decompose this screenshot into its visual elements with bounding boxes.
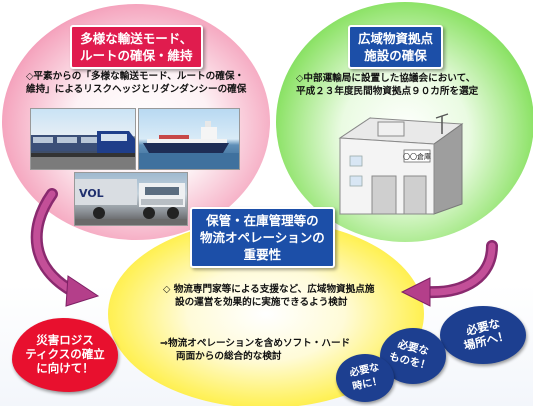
- logistics-operation-desc1-line1: ◇ 物流専門家等による支援など、広域物資拠点施: [163, 284, 375, 295]
- logistics-base-desc-line2: 平成２３年度民間物資拠点９０カ所を選定: [296, 86, 479, 97]
- logistics-base-description: ◇中部運輸局に設置した協議会において、 平成２３年度民間物資拠点９０カ所を選定: [296, 72, 478, 98]
- logistics-operation-description-1: ◇ 物流専門家等による支援など、広域物資拠点施 設の運営を効果的に実施できるよう…: [163, 283, 374, 309]
- right-time-bubble: 必要な 時に！: [336, 354, 394, 402]
- svg-text:VOL: VOL: [79, 187, 104, 200]
- transport-mode-desc-line2: 維持」によるリスクヘッジとリダンダンシーの確保: [26, 84, 247, 95]
- logistics-operation-title: 保管・在庫管理等の 物流オペレーションの 重要性: [190, 207, 335, 268]
- callout-line1: 災害ロジス: [36, 333, 94, 347]
- truck-photo: VOL: [74, 172, 188, 226]
- callout-line2: ティクスの確立: [25, 347, 105, 361]
- right-place-bubble: 必要な 場所へ！: [440, 306, 526, 364]
- callout-line3: に向けて！: [36, 361, 94, 375]
- transport-mode-description: ◇平素からの「多様な輸送モード、ルートの確保・ 維持」によるリスクヘッジとリダン…: [26, 70, 246, 96]
- train-photo: [30, 108, 136, 170]
- logistics-operation-desc1-line2: 設の運営を効果的に実施できるよう検討: [175, 297, 348, 308]
- warehouse-illustration: 〇〇倉庫: [338, 113, 464, 215]
- logistics-base-title-line2: 施設の確保: [364, 48, 427, 63]
- transport-mode-title-line1: 多様な輸送モード、: [80, 31, 193, 46]
- transport-mode-desc-line1: ◇平素からの「多様な輸送モード、ルートの確保・: [26, 71, 245, 82]
- arrow-left-to-bottom: [30, 188, 100, 307]
- disaster-logistics-callout: 災害ロジス ティクスの確立 に向けて！: [12, 318, 118, 392]
- logistics-operation-description-2: ⇒物流オペレーションを含めソフト・ハード 両面からの総合的な検討: [160, 337, 350, 363]
- logistics-base-title-line1: 広域物資拠点: [358, 31, 434, 46]
- logistics-base-title: 広域物資拠点 施設の確保: [348, 25, 444, 69]
- logistics-operation-title-line2: 物流オペレーションの: [200, 230, 325, 245]
- logistics-operation-title-line1: 保管・在庫管理等の: [206, 213, 319, 228]
- arrow-bottom-to-right: [400, 240, 498, 307]
- logistics-operation-desc2-line2: 両面からの総合的な検討: [176, 351, 282, 362]
- ship-photo: [138, 108, 240, 170]
- logistics-base-desc-line1: ◇中部運輸局に設置した協議会において、: [296, 73, 476, 84]
- transport-mode-title-line2: ルートの確保・維持: [80, 48, 193, 63]
- warehouse-sign: 〇〇倉庫: [403, 152, 431, 161]
- transport-mode-title: 多様な輸送モード、 ルートの確保・維持: [70, 25, 203, 69]
- logistics-operation-title-line3: 重要性: [243, 247, 282, 262]
- logistics-operation-desc2-line1: ⇒物流オペレーションを含めソフト・ハード: [160, 338, 351, 349]
